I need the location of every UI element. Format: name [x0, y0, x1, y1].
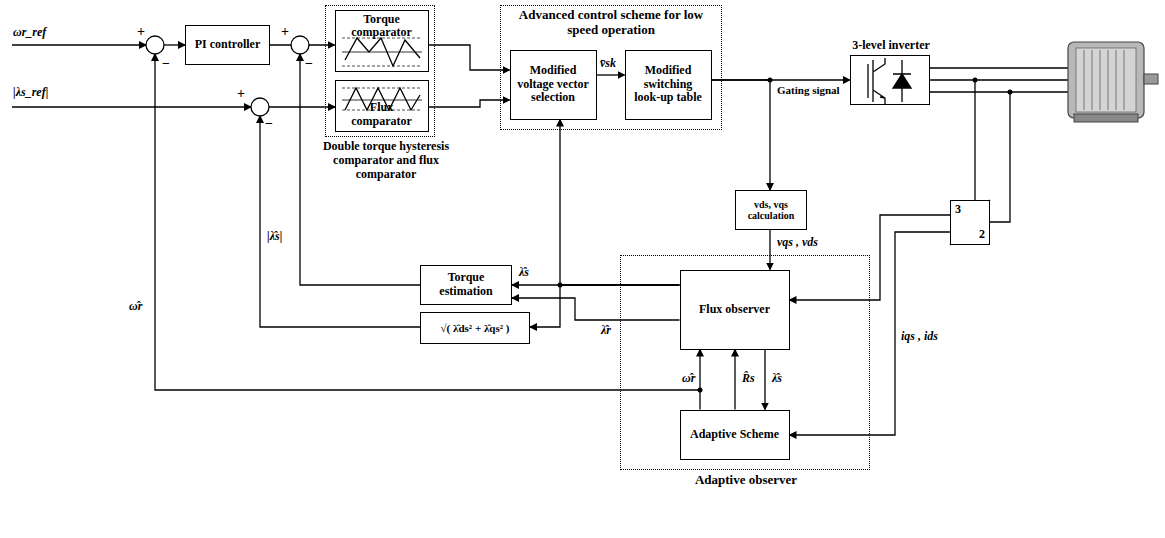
reference-wire	[12, 106, 251, 107]
edge-label: Gating signal	[776, 84, 841, 97]
observer-group: Adaptive observerFlux observerAdaptive S…	[620, 255, 870, 470]
node-text: Adaptive observer	[621, 473, 871, 488]
summing-junction	[291, 36, 309, 54]
signal-arrow	[429, 45, 510, 70]
igbt-symbol	[868, 58, 885, 104]
motor-wire	[930, 68, 1068, 92]
edge-label: vqs , vds	[776, 236, 819, 250]
junction-dot	[558, 283, 563, 288]
summing-junction	[251, 98, 269, 116]
node-text: 3	[955, 203, 961, 217]
diode-symbol	[893, 60, 911, 102]
reference-wire	[12, 44, 146, 45]
edge-label: λ̂s	[771, 372, 783, 386]
junction-dot	[973, 78, 978, 83]
comparator-box: Flux comparator	[335, 80, 429, 132]
edge-label: λ̂s	[518, 266, 530, 280]
summing-junction	[146, 36, 164, 54]
node-text: vds, vqs calculation	[740, 199, 802, 222]
node-text: Flux observer	[699, 303, 770, 317]
node-text: 3-level inverter	[836, 39, 946, 53]
junction-dot	[698, 388, 703, 393]
sign-label: −	[304, 56, 314, 72]
graph-band	[342, 38, 422, 66]
signal-arrow	[712, 80, 771, 190]
sign-label: +	[236, 86, 246, 102]
torque-hysteresis-wave	[345, 38, 420, 66]
signal-arrow	[734, 350, 735, 410]
induction-motor	[1068, 42, 1158, 122]
sign-label: −	[161, 56, 171, 72]
node-text: Adaptive Scheme	[690, 428, 779, 442]
node-text: Torque estimation	[425, 271, 507, 299]
node-text: Modified switching look-up table	[630, 64, 707, 105]
comparator-group: Double torque hysteresis comparator and …	[325, 5, 435, 137]
node-text: √( λ̂ds² + λ̂qs² )	[441, 322, 510, 335]
signal-label: ωr_ref	[12, 26, 47, 40]
node-text: Modified voltage vector selection	[515, 64, 592, 105]
signal-wire	[164, 44, 185, 45]
sign-label: +	[136, 24, 146, 40]
signal-label: iqs , ids	[900, 330, 939, 344]
sign-label: −	[264, 116, 274, 132]
signal-arrow	[764, 350, 765, 410]
node-text: 2	[979, 228, 985, 242]
junction-dot	[1008, 90, 1013, 95]
signal-arrow	[512, 298, 680, 320]
diode-symbol	[893, 74, 911, 88]
signal-arrow	[429, 100, 510, 107]
feedback-wire	[155, 54, 700, 390]
inverter-box: 3-level inverter	[850, 55, 930, 105]
signal-label: |λ̂s|	[266, 230, 283, 244]
process-box: Flux observer	[680, 270, 790, 350]
signal-arrow	[597, 74, 625, 75]
process-box: vds, vqs calculation	[735, 190, 807, 230]
signal-arrow	[699, 350, 700, 410]
node-text: Torque comparator	[340, 13, 424, 41]
signal-label: ω̂r	[128, 300, 143, 314]
formula-box: √( λ̂ds² + λ̂qs² )	[420, 312, 530, 344]
process-box: Modified voltage vector selection	[510, 50, 597, 120]
junction-dot	[768, 78, 773, 83]
process-box: PI controller	[185, 25, 270, 65]
signal-arrow	[530, 285, 680, 327]
divider-line	[950, 200, 990, 245]
process-box: Adaptive Scheme	[680, 410, 790, 460]
node-text: Flux comparator	[340, 101, 424, 129]
node-text: PI controller	[195, 38, 260, 52]
transform-box: 32	[950, 200, 990, 245]
sensor-wire	[974, 80, 975, 200]
sensor-wire	[990, 92, 1010, 222]
process-box: Torque estimation	[420, 265, 512, 305]
node-text: Advanced control scheme for low speed op…	[505, 8, 717, 38]
edge-label: R̂s	[741, 372, 756, 386]
signal-arrow	[769, 230, 770, 270]
comparator-box: Torque comparator	[335, 10, 429, 72]
edge-label: λ̂r	[600, 324, 612, 338]
process-box: Modified switching look-up table	[625, 50, 712, 120]
graph-axis	[342, 52, 422, 53]
signal-label: |λs_ref|	[12, 86, 49, 100]
edge-label: v̄sk	[599, 57, 617, 71]
sign-label: +	[280, 24, 290, 40]
node-text: Double torque hysteresis comparator and …	[311, 140, 461, 181]
edge-label: ω̂r	[681, 372, 696, 386]
